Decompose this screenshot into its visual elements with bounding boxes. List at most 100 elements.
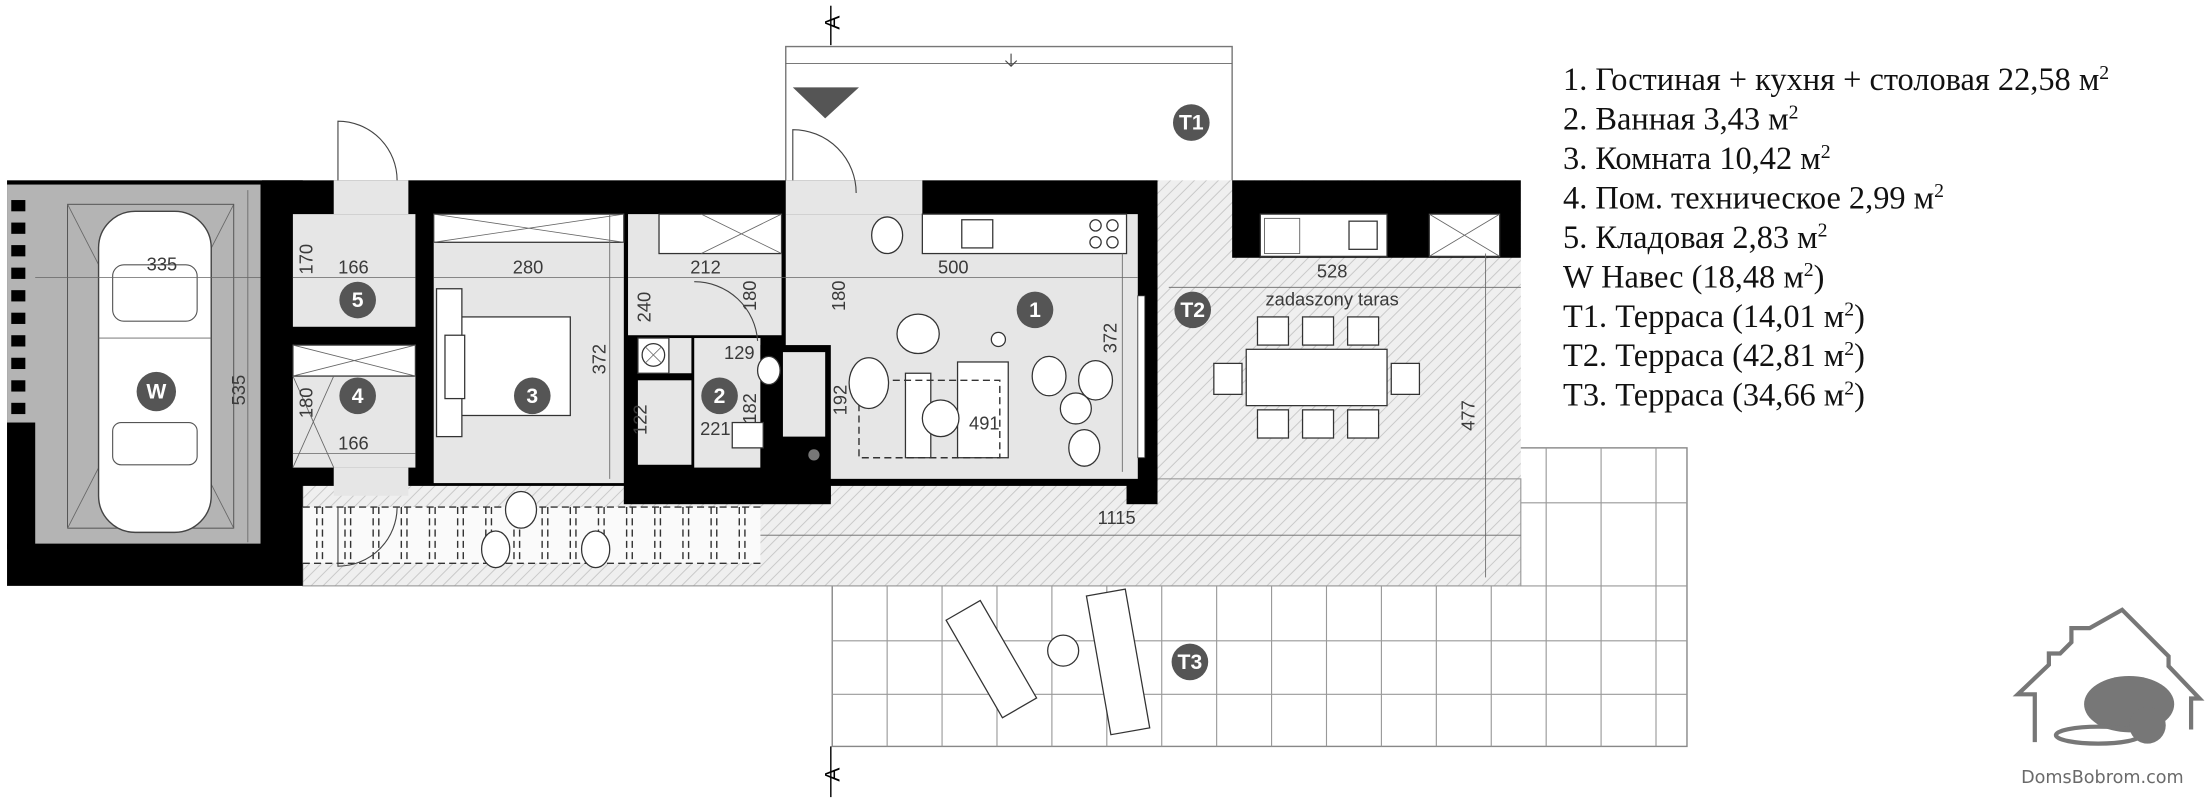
entrance-triangle-icon (792, 87, 859, 119)
marker-t2: T2 (1174, 291, 1212, 329)
legend: 1. Гостиная + кухня + столовая 22,58 м22… (1563, 62, 2109, 414)
kitchen-counter (921, 213, 1128, 255)
dim-r2-depth: 182 (739, 393, 760, 424)
legend-item-suffix: ) (1854, 299, 1865, 335)
legend-item: W Навес (18,48 м2) (1563, 259, 1824, 295)
dim-carport-length: 535 (228, 375, 249, 406)
legend-item: 3. Комната 10,42 м2 (1563, 141, 1831, 177)
svg-text:3: 3 (526, 385, 538, 408)
vestibule-bottom (333, 467, 409, 496)
section-markers: A A (821, 5, 844, 798)
post (11, 312, 26, 324)
door-vestibule-bottom (337, 507, 398, 567)
post (11, 200, 26, 212)
marker-w: W (136, 371, 177, 412)
dim-r5-width: 166 (338, 256, 369, 277)
svg-text:T1: T1 (1179, 112, 1204, 135)
bathroom-fixtures (731, 355, 820, 461)
legend-item-superscript: 2 (1844, 338, 1854, 360)
post (11, 222, 26, 234)
carport-posts (11, 200, 26, 482)
logo-text: DomsBobrom.com (2021, 768, 2184, 788)
wardrobe-hall (658, 213, 783, 255)
dim-hall-depth: 240 (634, 292, 655, 323)
legend-item: 2. Ванная 3,43 м2 (1563, 101, 1798, 137)
post (11, 290, 26, 302)
entrance (785, 180, 923, 215)
legend-item-suffix: ) (1854, 338, 1865, 374)
vestibule-top (333, 180, 409, 215)
legend-item-superscript: 2 (1821, 141, 1831, 163)
svg-text:1: 1 (1029, 299, 1041, 322)
legend-item-text: 3. Комната 10,42 м (1563, 141, 1821, 177)
legend-item: T3. Терраса (34,66 м2) (1563, 377, 1865, 413)
rooms (292, 180, 1146, 500)
svg-text:T3: T3 (1178, 651, 1203, 674)
house-logo-icon (2012, 607, 2205, 743)
post (11, 380, 26, 392)
legend-item-text: 5. Кладовая 2,83 м (1563, 220, 1818, 256)
legend-item-superscript: 2 (1804, 259, 1814, 281)
dim-r2-width: 129 (724, 342, 755, 363)
dim-t2-depth: 477 (1457, 400, 1478, 431)
section-a-top: A (821, 15, 844, 30)
dim-hall-width: 212 (690, 256, 721, 277)
dim-r1-depth: 372 (1100, 323, 1121, 354)
dim-r3-width: 280 (513, 256, 544, 277)
legend-item-superscript: 2 (2099, 62, 2109, 84)
svg-text:2: 2 (714, 385, 726, 408)
legend-item-text: 2. Ванная 3,43 м (1563, 102, 1789, 138)
legend-item: T1. Терраса (14,01 м2) (1563, 299, 1865, 335)
marker-1: 1 (1016, 291, 1054, 329)
dim-r1-depth-b: 192 (829, 385, 850, 416)
post (11, 402, 26, 415)
dim-r1-inner: 491 (969, 413, 1000, 434)
sun-loungers (945, 588, 1151, 736)
furniture (292, 213, 1501, 736)
outdoor-cabinet (1428, 213, 1501, 258)
post (11, 425, 26, 437)
doors (337, 120, 857, 567)
legend-item-text: 4. Пом. техническое 2,99 м (1563, 180, 1934, 216)
marker-t1: T1 (1173, 104, 1210, 141)
dim-r1-depth-a: 180 (828, 281, 849, 312)
carport (7, 180, 303, 586)
legend-item-suffix: ) (1814, 259, 1825, 295)
outdoor-kitchen (1259, 213, 1388, 258)
dim-r1-width: 500 (938, 256, 969, 277)
door-entrance (792, 129, 857, 194)
dim-r4-depth: 180 (296, 388, 317, 419)
legend-item-text: 1. Гостиная + кухня + столовая 22,58 м (1563, 62, 2099, 98)
svg-text:4: 4 (352, 385, 364, 408)
logo: DomsBobrom.com (2012, 607, 2205, 788)
window (1137, 295, 1146, 459)
marker-2: 2 (701, 377, 738, 415)
post (11, 357, 26, 370)
post (11, 335, 26, 347)
dim-door-180: 180 (739, 281, 760, 312)
dimension-labels: 335 535 170 166 180 166 280 372 212 240 … (147, 244, 1479, 528)
legend-item-text: T1. Терраса (14,01 м (1563, 299, 1844, 335)
living-furniture (848, 216, 1114, 467)
legend-item-text: T3. Терраса (34,66 м (1563, 378, 1844, 414)
dim-r3-depth: 372 (589, 344, 610, 375)
post (11, 470, 26, 482)
dim-r4-width: 166 (338, 432, 369, 453)
legend-item-superscript: 2 (1818, 220, 1828, 242)
dim-tech-depth: 122 (629, 404, 650, 435)
legend-item-superscript: 2 (1844, 299, 1854, 321)
shower (637, 380, 692, 465)
marker-t3: T3 (1171, 643, 1209, 681)
legend-item-superscript: 2 (1844, 377, 1854, 399)
dim-r5-depth: 170 (296, 244, 317, 275)
legend-item: T2. Терраса (42,81 м2) (1563, 338, 1865, 374)
dim-carport-width: 335 (147, 253, 178, 274)
post (11, 447, 26, 460)
section-a-bottom: A (821, 767, 844, 782)
dim-t2-width: 528 (1317, 260, 1348, 281)
marker-5: 5 (339, 281, 376, 319)
svg-text:T2: T2 (1180, 299, 1205, 322)
svg-text:5: 5 (352, 289, 364, 312)
legend-item-text: W Навес (18,48 м (1563, 259, 1804, 295)
marker-4: 4 (339, 377, 376, 415)
